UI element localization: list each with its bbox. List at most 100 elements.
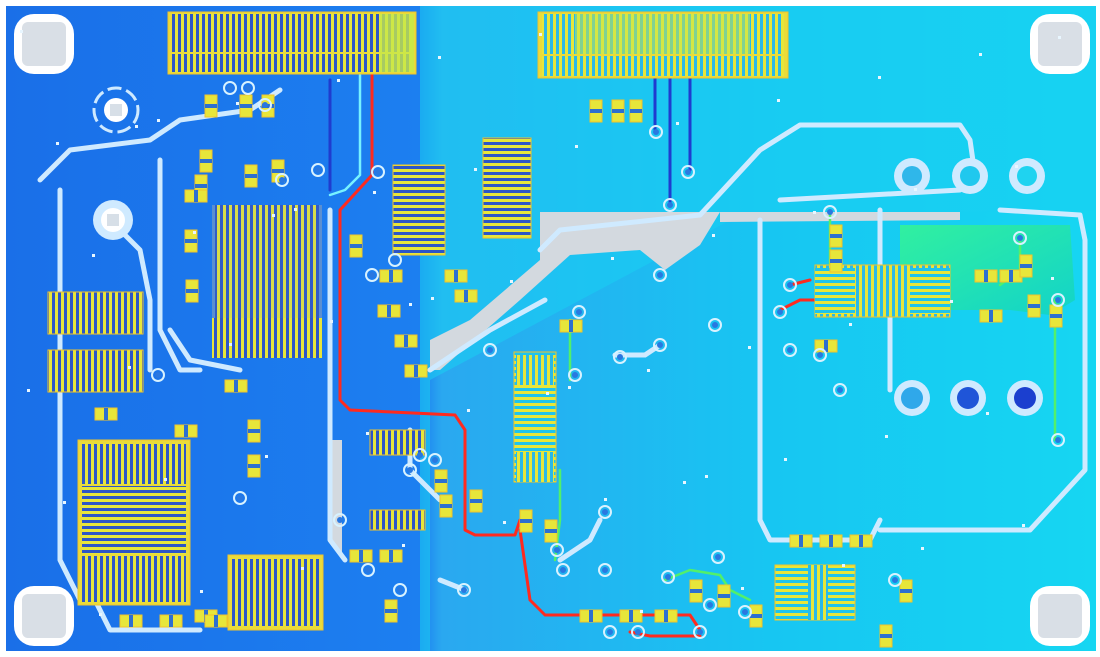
- pad-gap: [880, 634, 892, 638]
- via-icon: [813, 348, 827, 362]
- pad-gap: [262, 104, 274, 108]
- stitch-dots: [20, 30, 1061, 616]
- pad-gap: [1050, 314, 1062, 318]
- via-icon: [783, 278, 797, 292]
- via-icon: [773, 305, 787, 319]
- stitch-dot: [1058, 36, 1061, 39]
- pad-gap: [248, 429, 260, 433]
- stitch-dot: [301, 567, 304, 570]
- stitch-dot: [503, 521, 506, 524]
- stitch-dot: [200, 590, 203, 593]
- via-icon: [365, 268, 379, 282]
- stitch-dot: [193, 231, 196, 234]
- via-icon: [393, 583, 407, 597]
- pad-gap: [350, 244, 362, 248]
- stitch-dot: [63, 501, 66, 504]
- pad-gap: [989, 310, 993, 322]
- stitch-dot: [373, 191, 376, 194]
- via-icon: [457, 583, 471, 597]
- pad-gap: [205, 104, 217, 108]
- stitch-dot: [366, 432, 369, 435]
- stitch-dot: [431, 297, 434, 300]
- stitch-dot: [575, 145, 578, 148]
- stitch-dot: [1022, 524, 1025, 527]
- ic-footprint-icon: [392, 137, 532, 256]
- stitch-dot: [777, 99, 780, 102]
- stitch-dot: [467, 409, 470, 412]
- stitch-dot: [647, 369, 650, 372]
- stitch-dot: [56, 142, 59, 145]
- ic-footprint-icon: [227, 554, 324, 631]
- mounting-hole-icon: [14, 586, 74, 646]
- pad-gap: [248, 464, 260, 468]
- pad-gap: [234, 380, 238, 392]
- stitch-dot: [330, 320, 333, 323]
- mounting-hole-icon: [1030, 586, 1090, 646]
- via-icon: [598, 563, 612, 577]
- via-icon: [413, 448, 427, 462]
- stitch-dot: [157, 119, 160, 122]
- via-icon: [653, 338, 667, 352]
- stitch-dot: [135, 125, 138, 128]
- via-icon: [361, 563, 375, 577]
- via-icon: [403, 463, 417, 477]
- stitch-dot: [1015, 165, 1018, 168]
- stitch-dot: [748, 346, 751, 349]
- stitch-dot: [474, 168, 477, 171]
- stitch-dot: [878, 76, 881, 79]
- pad-gap: [104, 408, 108, 420]
- pad-gap: [545, 529, 557, 533]
- pad-gap: [900, 589, 912, 593]
- stitch-dot: [986, 412, 989, 415]
- pad-gap: [464, 290, 468, 302]
- stitch-dot: [20, 30, 23, 33]
- pad-gap: [830, 234, 842, 238]
- via-icon: [823, 205, 837, 219]
- stitch-dot: [99, 613, 102, 616]
- pad-gap: [612, 109, 624, 113]
- via-icon: [275, 173, 289, 187]
- pad-gap: [184, 425, 188, 437]
- via-icon: [388, 253, 402, 267]
- stitch-dot: [265, 455, 268, 458]
- stitch-dot: [337, 79, 340, 82]
- cyan-net-trace: [328, 73, 362, 197]
- via-icon: [703, 598, 717, 612]
- via-icon: [428, 453, 442, 467]
- pad-gap: [520, 519, 532, 523]
- pad-gap: [240, 104, 252, 108]
- pad-gap: [387, 305, 391, 317]
- via-icon: [888, 573, 902, 587]
- pad-gap: [389, 550, 393, 562]
- via-icon: [693, 625, 707, 639]
- via-icon: [550, 543, 564, 557]
- stitch-dot: [92, 254, 95, 257]
- via-icon: [371, 165, 385, 179]
- pad-gap: [435, 479, 447, 483]
- through-hole-pad: [93, 200, 133, 240]
- pad-gap: [454, 270, 458, 282]
- via-icon: [708, 318, 722, 332]
- via-icon: [663, 198, 677, 212]
- stitch-dot: [784, 458, 787, 461]
- pad-gap: [470, 499, 482, 503]
- passive-components: [94, 94, 1063, 648]
- mounting-hole-icon: [1030, 14, 1090, 74]
- red-net-trace-2: [518, 528, 702, 632]
- stitch-dot: [813, 211, 816, 214]
- pad-gap: [718, 594, 730, 598]
- pad-gap: [690, 589, 702, 593]
- via-icon: [613, 350, 627, 364]
- stitch-dot: [568, 386, 571, 389]
- via-icon: [241, 81, 255, 95]
- stitch-dot: [842, 564, 845, 567]
- stitch-dot: [979, 53, 982, 56]
- pad-gap: [830, 259, 842, 263]
- ic-footprint-icon: [774, 564, 856, 621]
- stitch-dot: [712, 234, 715, 237]
- stitch-dot: [539, 33, 542, 36]
- stitch-dot: [950, 300, 953, 303]
- stitch-dot: [683, 481, 686, 484]
- via-icon: [568, 368, 582, 382]
